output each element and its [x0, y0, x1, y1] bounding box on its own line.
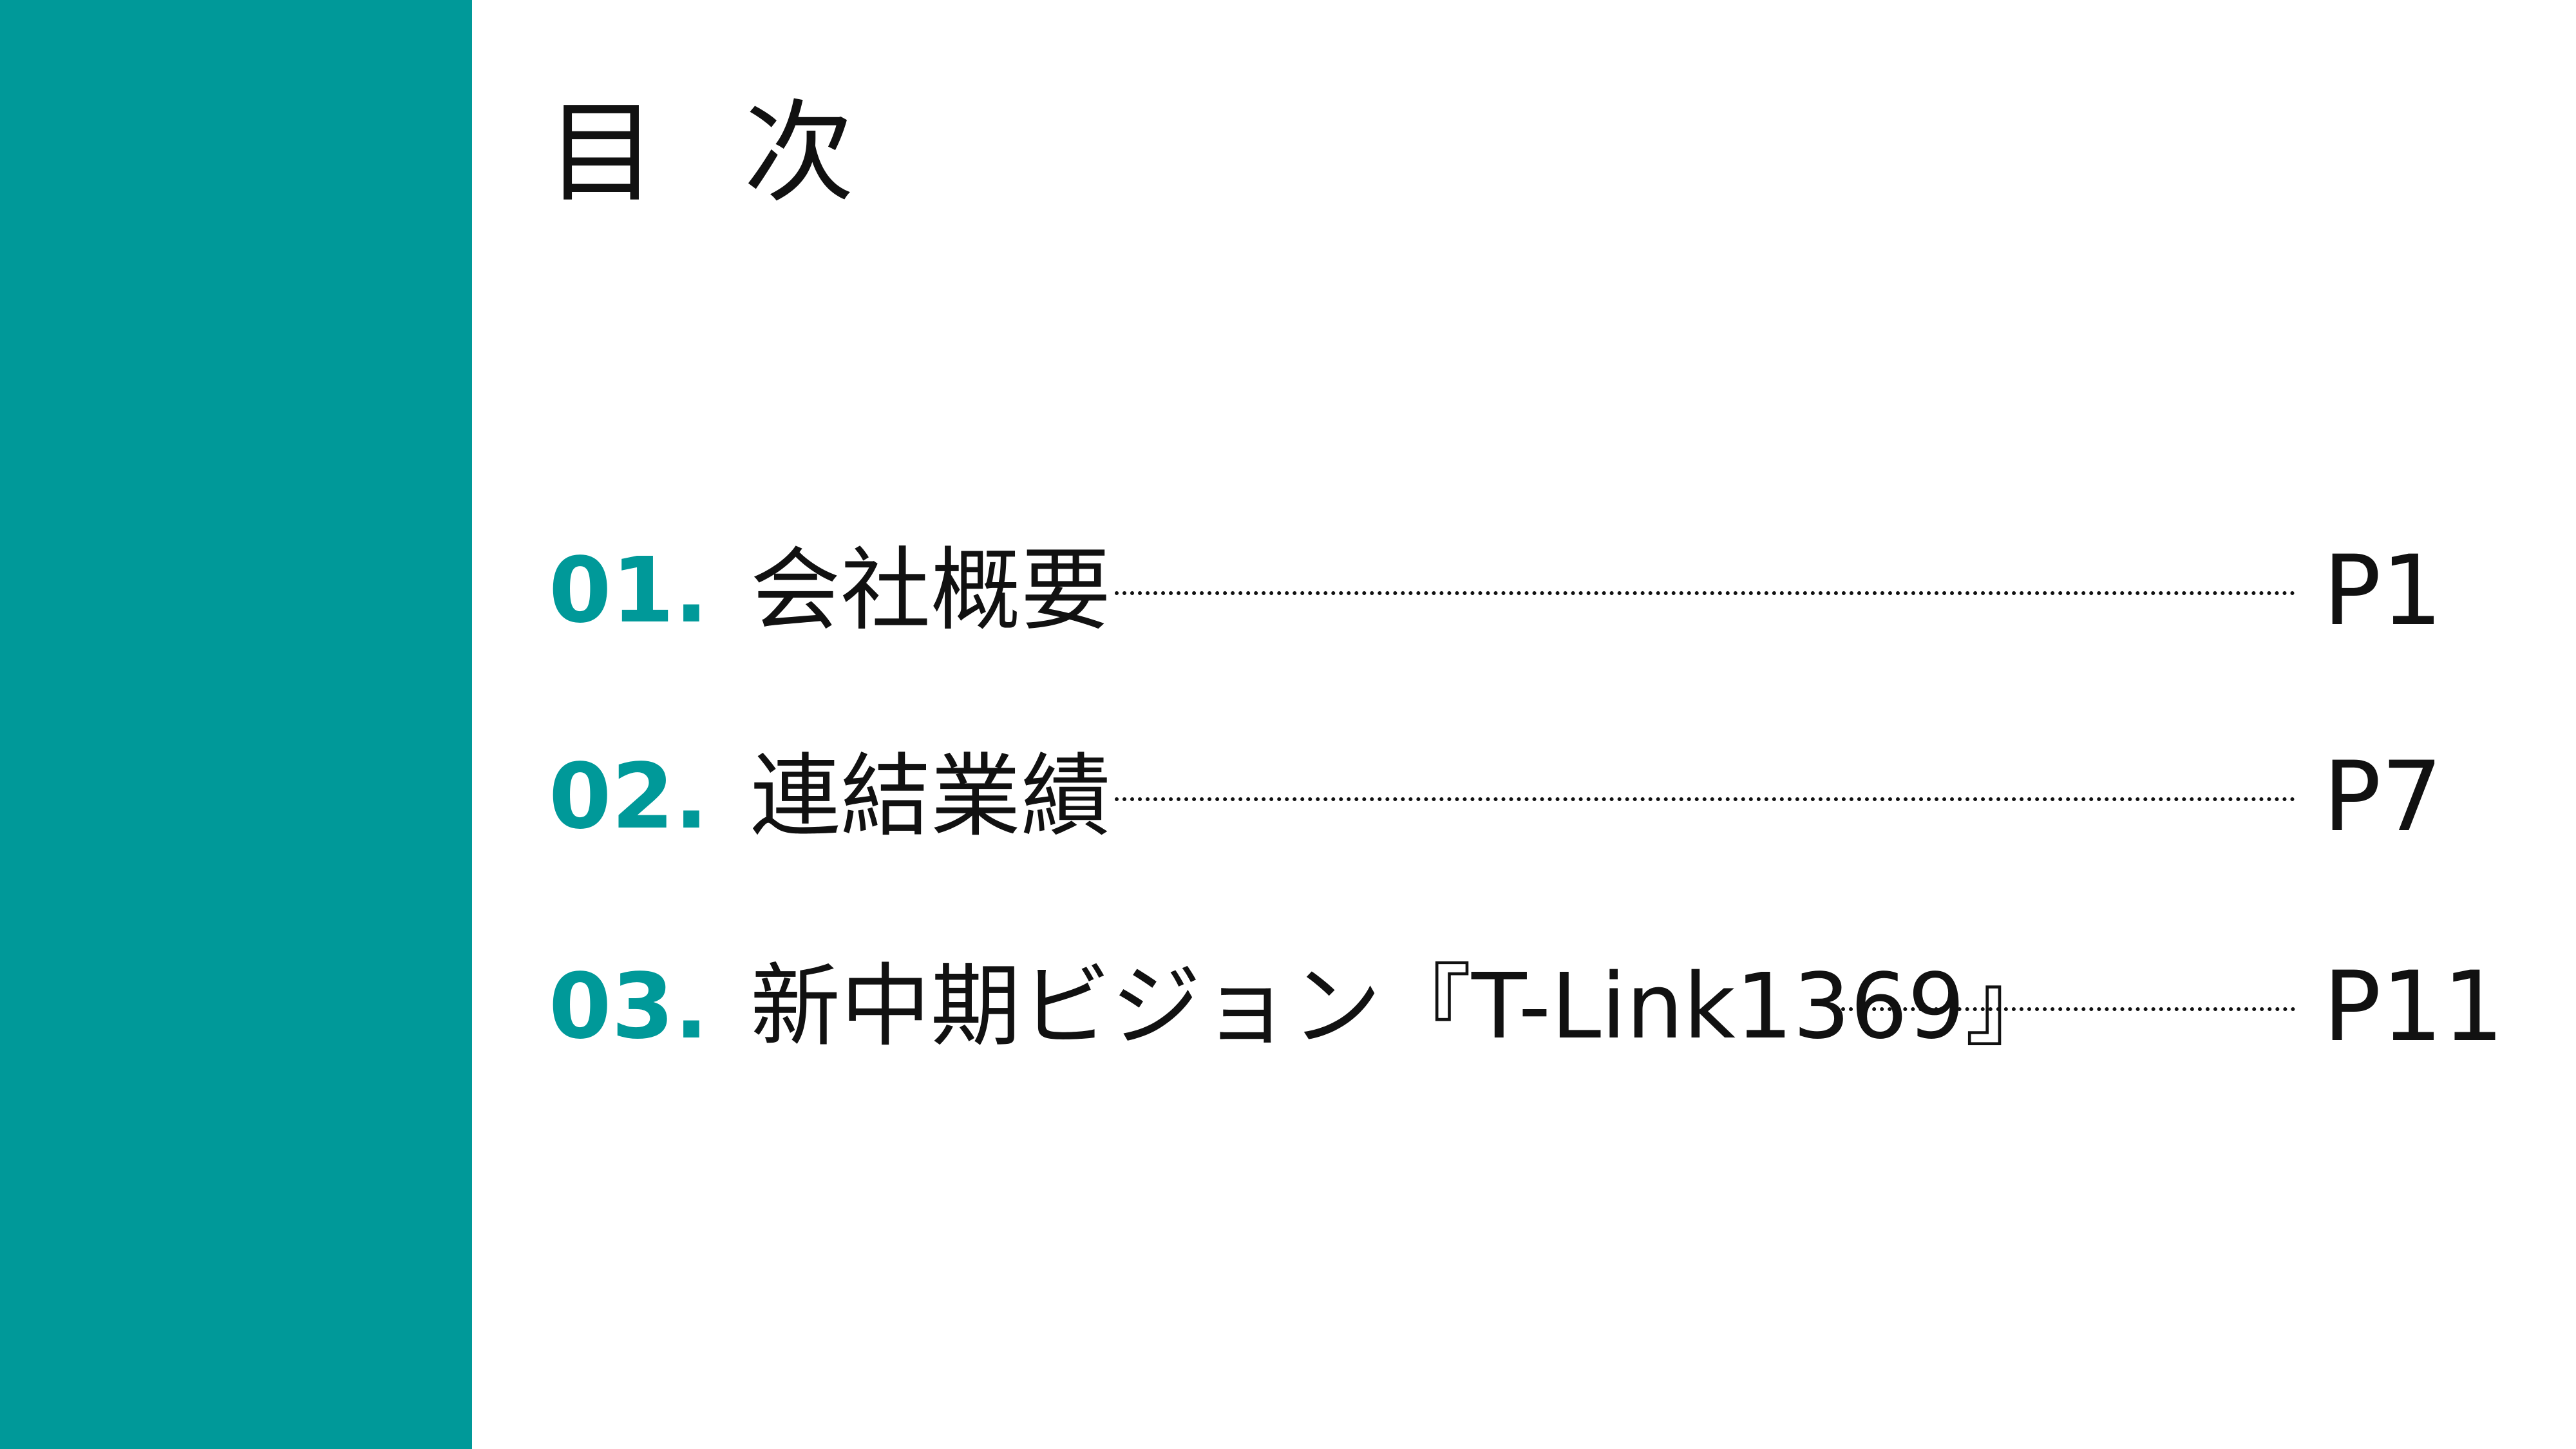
toc-item-medium-term-vision[interactable]: 03. 新中期ビジョン『T-Link1369』 P11	[0, 943, 2576, 1072]
toc-item-label: 新中期ビジョン『T-Link1369』	[750, 954, 2056, 1059]
accent-sidebar	[0, 0, 472, 1449]
toc-item-label: 会社概要	[750, 538, 1112, 643]
toc-item-number: 03.	[549, 954, 709, 1059]
toc-item-number: 02.	[549, 744, 709, 849]
toc-item-company-overview[interactable]: 01. 会社概要 P1	[0, 527, 2576, 656]
toc-item-page: P7	[2323, 741, 2443, 853]
dotted-leader-line	[1115, 797, 2295, 801]
toc-item-consolidated-results[interactable]: 02. 連結業績 P7	[0, 733, 2576, 862]
toc-item-number: 01.	[549, 538, 709, 643]
dotted-leader-line	[1841, 1007, 2295, 1011]
dotted-leader-line	[1115, 591, 2295, 595]
toc-item-label: 連結業績	[750, 744, 1112, 849]
toc-item-page: P11	[2323, 951, 2505, 1063]
page-title: 目 次	[546, 88, 880, 218]
toc-item-page: P1	[2323, 535, 2443, 647]
